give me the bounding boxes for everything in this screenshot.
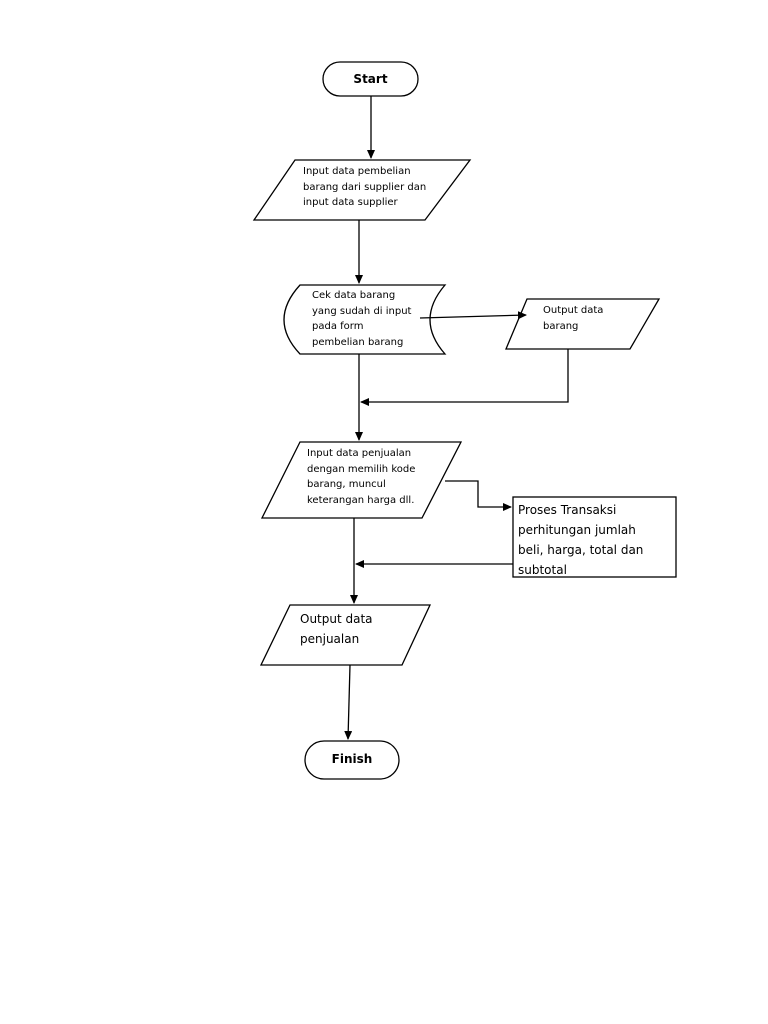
input-penjualan-line-4: keterangan harga dll. <box>307 494 415 506</box>
finish-terminator <box>304 740 400 780</box>
output-penjualan-shape <box>259 604 432 666</box>
input-penjualan-line-3: barang, muncul <box>307 479 386 490</box>
input-pembelian-line-1: Input data pembelian <box>303 166 411 177</box>
input-penjualan-line-2: dengan memilih kode <box>307 463 416 475</box>
input-penjualan-line-1: Input data penjualan <box>307 448 412 459</box>
proses-transaksi-line-4: subtotal <box>518 563 567 577</box>
proses-transaksi-process <box>512 496 677 578</box>
arrow-output-to-finish <box>344 664 353 740</box>
proses-transaksi-line-2: perhitungan jumlah <box>518 523 636 537</box>
cek-data-line-2: yang sudah di input <box>312 305 412 317</box>
input-pembelian-shape <box>252 159 472 221</box>
arrow-penjualan-to-proses <box>445 480 512 511</box>
proses-transaksi-line-1: Proses Transaksi <box>518 503 617 517</box>
arrow-cek-to-output-barang <box>419 311 527 320</box>
cek-data-line-3: pada form <box>312 321 364 332</box>
cek-data-label: Cek data barang yang sudah di input pada… <box>312 288 411 350</box>
output-penjualan-label: Output data penjualan <box>300 609 373 649</box>
output-barang-line-1: Output data <box>543 305 604 316</box>
output-barang-line-2: barang <box>543 320 579 332</box>
output-penjualan-line-2: penjualan <box>300 632 360 646</box>
proses-transaksi-label: Proses Transaksi perhitungan jumlah beli… <box>518 500 643 580</box>
proses-transaksi-line-3: beli, harga, total dan <box>518 543 644 557</box>
input-pembelian-line-2: barang dari supplier dan <box>303 181 427 193</box>
cek-data-line-1: Cek data barang <box>312 290 396 301</box>
output-barang-shape <box>505 298 661 350</box>
arrow-output-barang-return <box>360 349 569 406</box>
cek-data-storage-shape <box>283 284 447 355</box>
start-label: Start <box>353 72 388 86</box>
input-penjualan-shape <box>260 441 463 519</box>
output-penjualan-line-1: Output data <box>300 612 373 626</box>
cek-data-line-4: pembelian barang <box>312 336 404 348</box>
input-penjualan-label: Input data penjualan dengan memilih kode… <box>307 446 415 508</box>
output-barang-label: Output data barang <box>543 303 603 334</box>
finish-label: Finish <box>331 752 373 766</box>
input-pembelian-line-3: input data supplier <box>303 197 398 208</box>
input-pembelian-label: Input data pembelian barang dari supplie… <box>303 164 426 211</box>
